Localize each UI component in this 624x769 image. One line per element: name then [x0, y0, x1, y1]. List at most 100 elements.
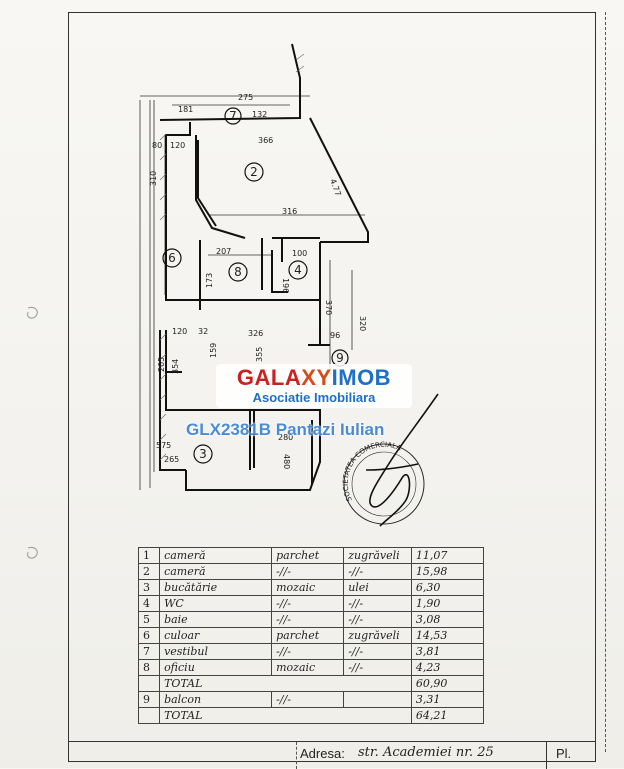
company-stamp: SOCIETATEA COMERCIALA: [342, 441, 425, 525]
dim-159: 159: [209, 343, 218, 358]
agency-watermark: GALAXYIMOB Asociatie Imobiliara: [216, 364, 412, 408]
room-name: cameră: [159, 547, 273, 564]
dim-100: 100: [292, 249, 307, 258]
dim-132: 132: [252, 110, 267, 119]
room-markers: [162, 107, 349, 464]
room-wall-finish: -//-: [343, 595, 412, 612]
dim-477: 4.77: [328, 178, 343, 198]
dim-355: 355: [255, 347, 264, 362]
plate-label: Pl.: [556, 746, 572, 761]
room-marker-2: [244, 162, 264, 182]
dim-181: 181: [178, 105, 193, 114]
dim-310: 310: [149, 171, 158, 186]
room-flooring: -//-: [271, 563, 345, 580]
dim-320: 320: [358, 316, 367, 331]
dim-480: 480: [282, 454, 291, 469]
dim-96: 96: [330, 331, 340, 340]
room-number: 1: [137, 547, 161, 564]
room-wall-finish: -//-: [343, 643, 412, 660]
binding-marks: [27, 307, 38, 559]
room-number: 4: [137, 595, 161, 612]
room-number-9: 9: [336, 351, 344, 365]
dim-370: 370: [324, 300, 333, 315]
room-flooring: mozaic: [271, 579, 345, 596]
listing-id: GLX2381B Pantazi Iulian: [186, 420, 385, 439]
dim-120b: 120: [172, 327, 187, 336]
room-name: baie: [159, 611, 273, 628]
dim-316: 316: [282, 207, 297, 216]
dim-280: 280: [278, 433, 293, 442]
dim-275: 275: [238, 93, 253, 102]
dim-354: 354: [171, 359, 180, 374]
dim-575: 575: [156, 441, 171, 450]
room-number: 7: [137, 643, 161, 660]
dimension-labels: 181 275 132 366 310 120 80 4.77 316 207 …: [149, 93, 367, 469]
total-spacer: [137, 707, 161, 724]
total-label: TOTAL: [159, 675, 412, 692]
room-name: vestibul: [159, 643, 273, 660]
dim-173: 173: [205, 273, 214, 288]
room-area: 6,30: [410, 579, 485, 596]
room-flooring: -//-: [271, 595, 345, 612]
room-wall-finish: zugrăveli: [343, 627, 412, 644]
room-flooring: parchet: [271, 547, 345, 564]
room-name: culoar: [159, 627, 273, 644]
room-number-3: 3: [199, 447, 207, 461]
agency-subtitle: Asociatie Imobiliara: [252, 390, 376, 405]
dim-207: 207: [216, 247, 231, 256]
room-number-8: 8: [234, 265, 242, 279]
room-wall-finish: zugrăveli: [343, 547, 412, 564]
walls: [159, 43, 369, 491]
address-value: str. Academiei nr. 25: [358, 745, 494, 760]
room-number-4: 4: [294, 263, 302, 277]
dim-326: 326: [248, 329, 263, 338]
plate-divider: [546, 742, 547, 769]
total-spacer: [137, 675, 161, 692]
room-number: 6: [137, 627, 161, 644]
room-number: 5: [137, 611, 161, 628]
room-area: 3,31: [410, 691, 485, 708]
room-number: 2: [137, 563, 161, 580]
room-name: balcon: [159, 691, 273, 708]
room-flooring: -//-: [271, 611, 345, 628]
room-name: WC: [159, 595, 273, 612]
room-area: 1,90: [410, 595, 485, 612]
dim-80: 80: [152, 141, 162, 150]
dim-265: 265: [164, 455, 179, 464]
room-area: 15,98: [410, 563, 485, 580]
room-marker-7: [224, 107, 242, 125]
room-area: 11,07: [410, 547, 485, 564]
room-wall-finish: [343, 691, 412, 708]
room-number-2: 2: [250, 165, 258, 179]
total-label: TOTAL: [159, 707, 412, 724]
room-number-7: 7: [229, 109, 237, 123]
room-name: bucătărie: [159, 579, 273, 596]
room-number: 3: [137, 579, 161, 596]
room-area: 4,23: [410, 659, 485, 676]
total-value: 64,21: [410, 707, 485, 724]
room-marker-3: [193, 444, 213, 464]
room-flooring: -//-: [271, 691, 345, 708]
dim-32: 32: [198, 327, 208, 336]
signature: [365, 393, 439, 527]
room-area: 3,81: [410, 643, 485, 660]
room-number: 8: [137, 659, 161, 676]
room-wall-finish: ulei: [343, 579, 412, 596]
room-area: 3,08: [410, 611, 485, 628]
agency-logo: GALAXYIMOB: [236, 365, 392, 390]
room-name: cameră: [159, 563, 273, 580]
dim-366: 366: [258, 136, 273, 145]
